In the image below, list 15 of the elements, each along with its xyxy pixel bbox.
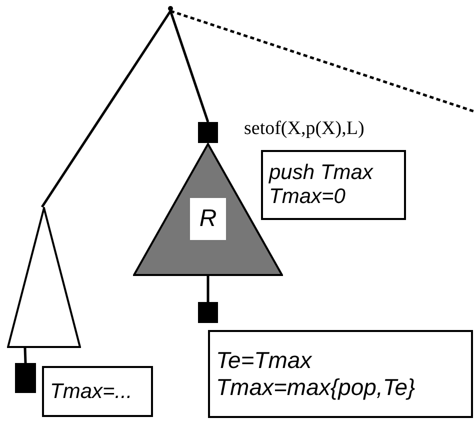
goal-square [15, 363, 36, 393]
branch-line [24, 348, 27, 364]
branch-line [206, 276, 210, 302]
action-box: Tmax=... [42, 366, 153, 417]
branch-line [169, 10, 210, 122]
tree-root-point [168, 6, 173, 11]
goal-square [198, 122, 218, 143]
subtree-label: R [190, 198, 226, 240]
subtree-triangle [7, 207, 81, 348]
branch-line [40, 10, 172, 208]
dashed-branch-line [170, 10, 476, 114]
goal-label: setof(X,p(X),L) [244, 118, 364, 140]
goal-square [198, 302, 218, 323]
action-box: Te=Tmax Tmax=max{pop,Te} [208, 330, 473, 418]
action-box: push Tmax Tmax=0 [261, 150, 406, 220]
